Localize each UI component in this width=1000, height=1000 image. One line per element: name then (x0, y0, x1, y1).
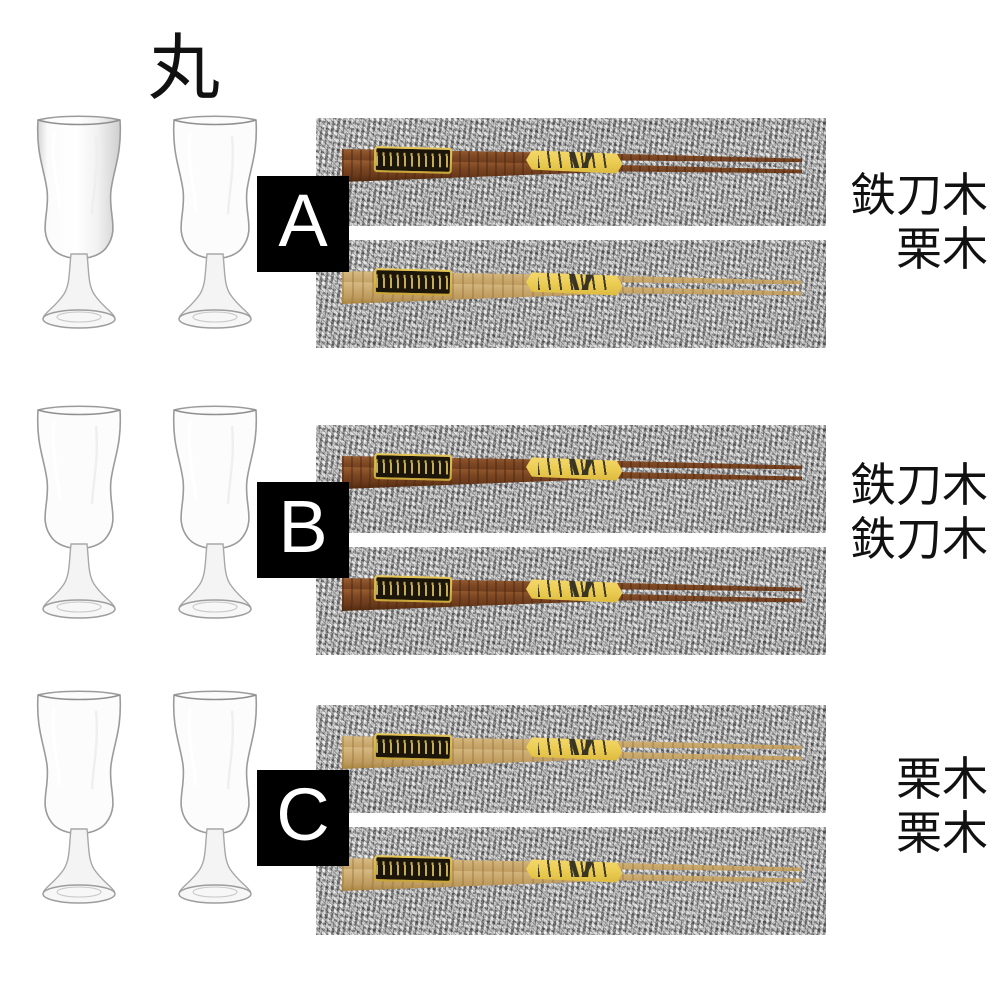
glass-pair-c (0, 675, 280, 925)
variation-badge-b-label: B (278, 485, 328, 568)
tulip-stem-glass (166, 689, 264, 907)
glass-pair-a (0, 100, 280, 350)
wood-names-b: 鉄刀木 鉄刀木 (788, 458, 988, 566)
wood-name-a-1: 鉄刀木 (850, 168, 988, 222)
chopstick-photo (316, 827, 826, 935)
tulip-stem-glass (166, 114, 264, 332)
variation-row-a (0, 100, 1000, 390)
chopstick-pair-dark (342, 146, 802, 195)
tulip-stem-glass (30, 689, 128, 907)
chopstick-gold-plate-label (373, 855, 453, 883)
glass-pair-b (0, 390, 280, 640)
wood-name-c-2: 栗木 (896, 806, 988, 860)
chopstick-gold-plate-label (373, 146, 453, 174)
chopstick-yellow-band (526, 150, 623, 174)
wood-name-c-1: 栗木 (896, 752, 988, 806)
variation-row-c (0, 675, 1000, 965)
chopstick-gold-plate-label (373, 575, 453, 603)
wood-name-a-2: 栗木 (896, 222, 988, 276)
chopstick-photo (316, 240, 826, 348)
tulip-stem-glass (166, 404, 264, 622)
variation-badge-b[interactable]: B (257, 482, 349, 578)
chopstick-yellow-band (526, 737, 623, 761)
variation-row-b (0, 390, 1000, 680)
chopstick-yellow-band (526, 859, 623, 883)
chopstick-pair-dark (342, 575, 802, 624)
variation-badge-a-label: A (278, 179, 328, 262)
tulip-stem-glass (30, 404, 128, 622)
chopstick-pair-dark (342, 453, 802, 502)
wood-name-b-2: 鉄刀木 (850, 512, 988, 566)
chopstick-pair-light (342, 268, 802, 317)
tulip-stem-glass (30, 114, 128, 332)
chopstick-photo (316, 118, 826, 226)
wood-names-c: 栗木 栗木 (788, 752, 988, 860)
chopstick-pair-light (342, 855, 802, 904)
chopstick-photo (316, 705, 826, 813)
chopstick-photo (316, 547, 826, 655)
chopstick-yellow-band (526, 457, 623, 481)
variation-badge-a[interactable]: A (257, 176, 349, 272)
wood-name-b-1: 鉄刀木 (850, 458, 988, 512)
wood-names-a: 鉄刀木 栗木 (788, 168, 988, 276)
chopstick-gold-plate-label (373, 453, 453, 481)
variation-badge-c[interactable]: C (257, 770, 349, 866)
chopstick-pair-light (342, 733, 802, 782)
variation-badge-c-label: C (276, 773, 330, 856)
chopstick-yellow-band (526, 579, 623, 603)
chopstick-gold-plate-label (373, 733, 453, 761)
page-title-shape: 丸 (148, 26, 221, 110)
chopstick-yellow-band (526, 272, 623, 296)
chopstick-gold-plate-label (373, 268, 453, 296)
chopstick-photo (316, 425, 826, 533)
